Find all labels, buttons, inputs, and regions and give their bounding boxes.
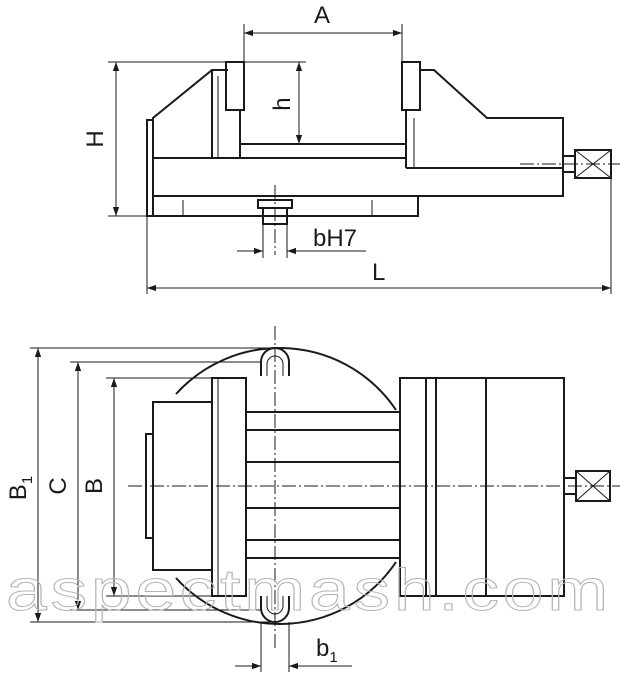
dimension-h: h xyxy=(244,61,306,145)
watermark-text: aspectmash.com xyxy=(6,558,612,623)
label-h: h xyxy=(269,97,296,110)
label-A: A xyxy=(314,2,330,29)
side-view: A h H bH7 L xyxy=(82,2,620,294)
top-view: B1 C B b1 xyxy=(5,326,620,672)
swivel-base-circle xyxy=(175,347,397,625)
dimension-B1: B1 xyxy=(5,347,275,623)
guide-rails xyxy=(246,411,400,559)
dimension-b1: b1 xyxy=(235,622,352,672)
fixed-jaw xyxy=(146,61,245,217)
dimension-L: L xyxy=(146,178,612,294)
label-bH7: bH7 xyxy=(313,225,357,252)
label-C: C xyxy=(45,477,72,494)
base xyxy=(152,143,428,225)
moving-jaw xyxy=(401,61,564,197)
label-b1: b1 xyxy=(316,635,338,666)
label-B: B xyxy=(81,478,108,494)
dimension-H: H xyxy=(82,61,226,217)
label-B1: B1 xyxy=(5,476,36,500)
dimension-C: C xyxy=(45,361,261,611)
label-H: H xyxy=(82,130,109,147)
label-L: L xyxy=(372,259,385,286)
dimension-B: B xyxy=(81,377,212,597)
dimension-A: A xyxy=(243,2,403,62)
dimension-bH7: bH7 xyxy=(237,224,366,258)
moving-jaw-top xyxy=(399,377,565,597)
